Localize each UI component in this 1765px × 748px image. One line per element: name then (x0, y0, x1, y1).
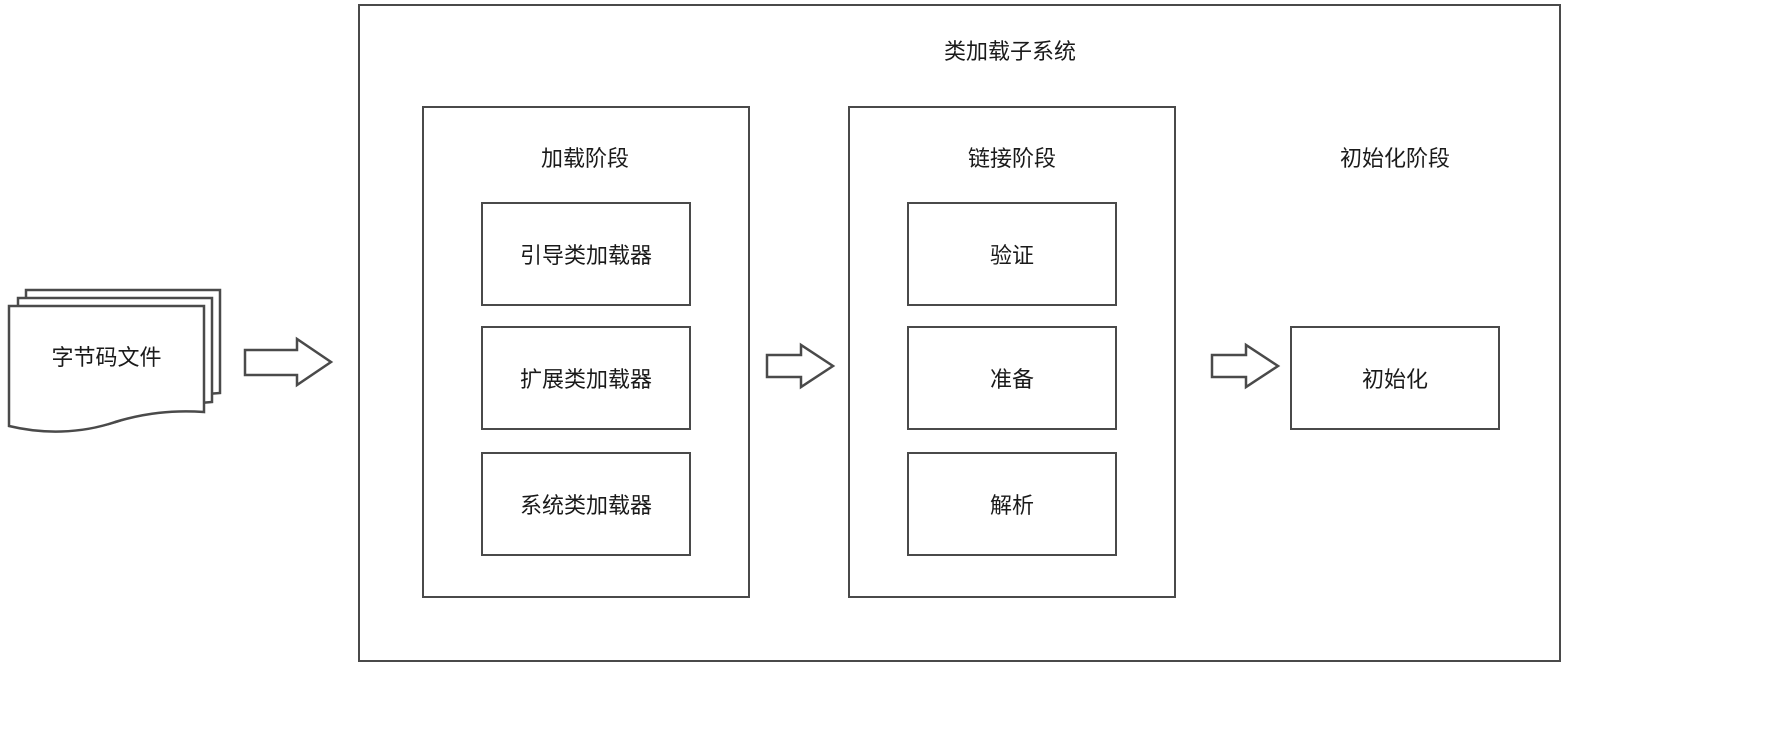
bootstrap-classloader-box: 引导类加载器 (481, 202, 691, 306)
bootstrap-classloader-label: 引导类加载器 (519, 244, 652, 269)
system-classloader-label: 系统类加载器 (519, 494, 652, 519)
extension-classloader-label: 扩展类加载器 (519, 368, 652, 393)
verification-box: 验证 (907, 202, 1117, 306)
preparation-label: 准备 (989, 368, 1034, 393)
bytecode-file-document-icon (7, 288, 222, 433)
loading-stage-title: 加载阶段 (540, 147, 629, 172)
subsystem-title: 类加载子系统 (943, 40, 1076, 65)
bytecode-file-label: 字节码文件 (51, 346, 162, 371)
hollow-arrow-right-icon (765, 342, 836, 390)
hollow-arrow-right-icon (243, 336, 334, 388)
initialization-box: 初始化 (1290, 326, 1500, 430)
resolution-box: 解析 (907, 452, 1117, 556)
system-classloader-box: 系统类加载器 (481, 452, 691, 556)
hollow-arrow-right-icon (1210, 342, 1281, 390)
resolution-label: 解析 (989, 494, 1034, 519)
extension-classloader-box: 扩展类加载器 (481, 326, 691, 430)
init-stage-title: 初始化阶段 (1339, 147, 1450, 172)
initialization-label: 初始化 (1361, 368, 1428, 393)
preparation-box: 准备 (907, 326, 1117, 430)
verification-label: 验证 (989, 244, 1034, 269)
linking-stage-title: 链接阶段 (967, 147, 1056, 172)
